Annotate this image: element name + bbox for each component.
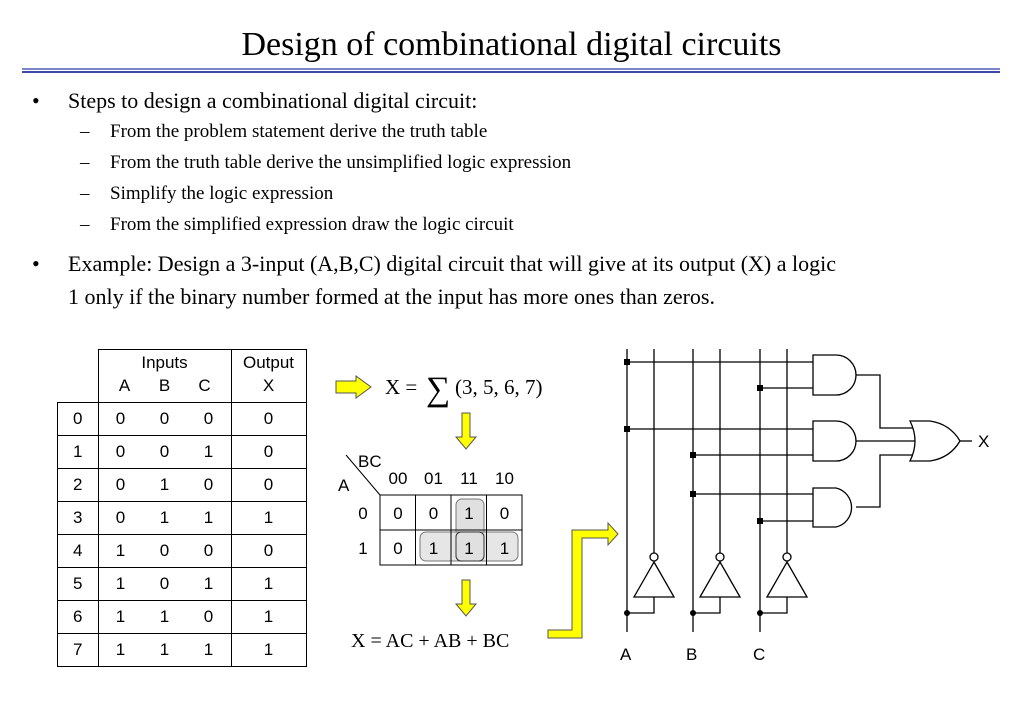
bullet-icon: • [32,251,40,276]
kmap-cell: 1 [429,539,438,558]
kmap-col-label: 01 [424,469,443,488]
dash-icon: – [80,152,90,173]
sub-bullet: From the truth table derive the unsimpli… [110,152,572,173]
kmap-cell: 1 [464,504,473,523]
kmap-col-label: 11 [460,469,478,488]
logic-circuit [626,349,972,632]
col-x: X [230,375,307,403]
col-c: C [198,375,211,395]
output-header: Output [230,349,307,376]
kmap-cell: 0 [393,504,402,523]
kmap-cell: 0 [500,504,509,523]
row-index: 5 [57,566,99,601]
kmap-col-label: 10 [495,469,514,488]
input-label-b: B [686,645,697,664]
kmap-cell: 1 [464,539,473,558]
table-cell: 1 [142,632,187,667]
table-cell: 1 [230,500,307,535]
dash-icon: – [80,183,90,204]
or-gate [908,420,961,462]
bullet-text: 1 only if the binary number formed at th… [68,284,715,309]
kmap-row-var: A [338,476,350,495]
bullet-icon: • [32,88,40,113]
arrow-down-icon [454,579,478,617]
title-rule [22,68,1000,70]
and-gate [812,487,853,528]
input-label-c: C [753,645,765,664]
arrow-right-icon [335,375,372,399]
title-rule [22,71,1000,73]
kmap-col-var: BC [358,452,382,471]
row-index: 7 [57,632,99,667]
minterms: (3, 5, 6, 7) [455,375,543,399]
bullet-text: Example: Design a 3-input (A,B,C) digita… [68,251,837,276]
dash-icon: – [80,214,90,235]
table-cell: 0 [97,434,143,469]
kmap-row-label: 0 [358,504,367,523]
bullet-text: Steps to design a combinational digital … [68,88,478,113]
table-cell: 0 [230,467,307,502]
not-gate [693,552,742,614]
table-cell: 1 [97,533,143,568]
inputs-header: Inputs [97,349,232,376]
kmap-cell: 1 [500,539,509,558]
table-cell: 0 [142,566,187,601]
kmap-cell: 0 [393,539,402,558]
arrow-bent-icon [547,521,619,639]
table-cell: 0 [97,500,143,535]
sub-bullet: Simplify the logic expression [110,183,334,204]
dash-icon: – [80,121,90,142]
table-cell: 0 [142,401,187,436]
sigma-symbol: ∑ [426,371,450,408]
output-label-x: X [978,432,989,451]
sub-bullet: From the problem statement derive the tr… [110,121,488,142]
arrow-down-icon [454,412,478,450]
not-gate [760,552,809,614]
table-cell: 1 [97,632,143,667]
table-cell: 1 [142,599,187,634]
input-label-a: A [620,645,632,664]
sub-bullet: From the simplified expression draw the … [110,214,514,235]
and-gate [812,420,857,462]
table-cell: 0 [230,434,307,469]
table-cell: 1 [230,632,307,667]
not-gate [627,552,676,614]
kmap-col-label: 00 [389,469,408,488]
col-b: B [158,375,171,395]
row-index: 4 [57,533,99,568]
row-index: 1 [57,434,99,469]
slide-title: Design of combinational digital circuits [241,26,782,63]
kmap-row-label: 1 [358,539,367,558]
sum-lhs: X = [385,375,417,399]
table-cell: 0 [142,533,187,568]
table-cell: 0 [142,434,187,469]
table-cell: 1 [186,632,232,667]
table-cell: 0 [230,401,307,436]
and-gate [812,354,857,396]
simplified-expression: X = AC + AB + BC [351,630,509,652]
kmap-cell: 0 [429,504,438,523]
col-a: A [118,375,131,395]
